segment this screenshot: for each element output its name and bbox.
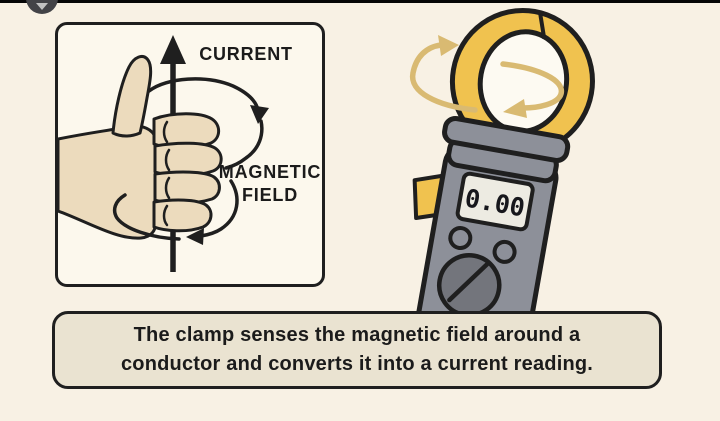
- fingertip-lines: [162, 120, 171, 227]
- finger-ring: [153, 170, 221, 205]
- thumb: [111, 55, 153, 138]
- rotation-arrow-outer-head-icon: [438, 35, 459, 56]
- rotation-arrows: [409, 42, 564, 113]
- clamp-meter-illustration: 0.00: [409, 7, 595, 335]
- rotation-arrow-outer-icon: [409, 42, 478, 113]
- magnetic-field-label-line2: FIELD: [242, 185, 298, 205]
- rotation-arrow-inner-head-icon: [503, 99, 527, 118]
- field-loop-bottom-arrowhead-icon: [186, 228, 204, 245]
- field-loop-bottom: [112, 179, 239, 241]
- meter-collar-upper: [442, 115, 571, 163]
- finger-pinky: [152, 198, 213, 233]
- field-loop-top-arrowhead-icon: [250, 105, 269, 124]
- button-right: [492, 239, 517, 264]
- caption-line-1: The clamp senses the magnetic field arou…: [133, 324, 581, 346]
- dial-pointer-slot: [447, 261, 490, 303]
- right-hand-rule-panel: CURRENT MAGNETIC FIELD: [55, 22, 325, 287]
- lcd-display: [455, 171, 535, 232]
- current-label: CURRENT: [199, 44, 293, 64]
- caption-line-2: conductor and converts it into a current…: [120, 353, 594, 375]
- fist-thumb-up: [58, 55, 223, 240]
- logo-glyph-icon: [36, 3, 48, 10]
- rotation-arrow-inner-icon: [500, 61, 564, 111]
- hand-illustration: CURRENT MAGNETIC FIELD: [58, 35, 321, 272]
- caption-box: The clamp senses the magnetic field arou…: [52, 311, 662, 389]
- field-loop-top: [147, 77, 264, 170]
- top-letterbox-bar: [0, 0, 720, 3]
- palm-forearm: [58, 124, 158, 240]
- jaw-split-line: [538, 14, 547, 39]
- button-left: [448, 226, 473, 251]
- magnetic-field-label-line1: MAGNETIC: [219, 162, 321, 182]
